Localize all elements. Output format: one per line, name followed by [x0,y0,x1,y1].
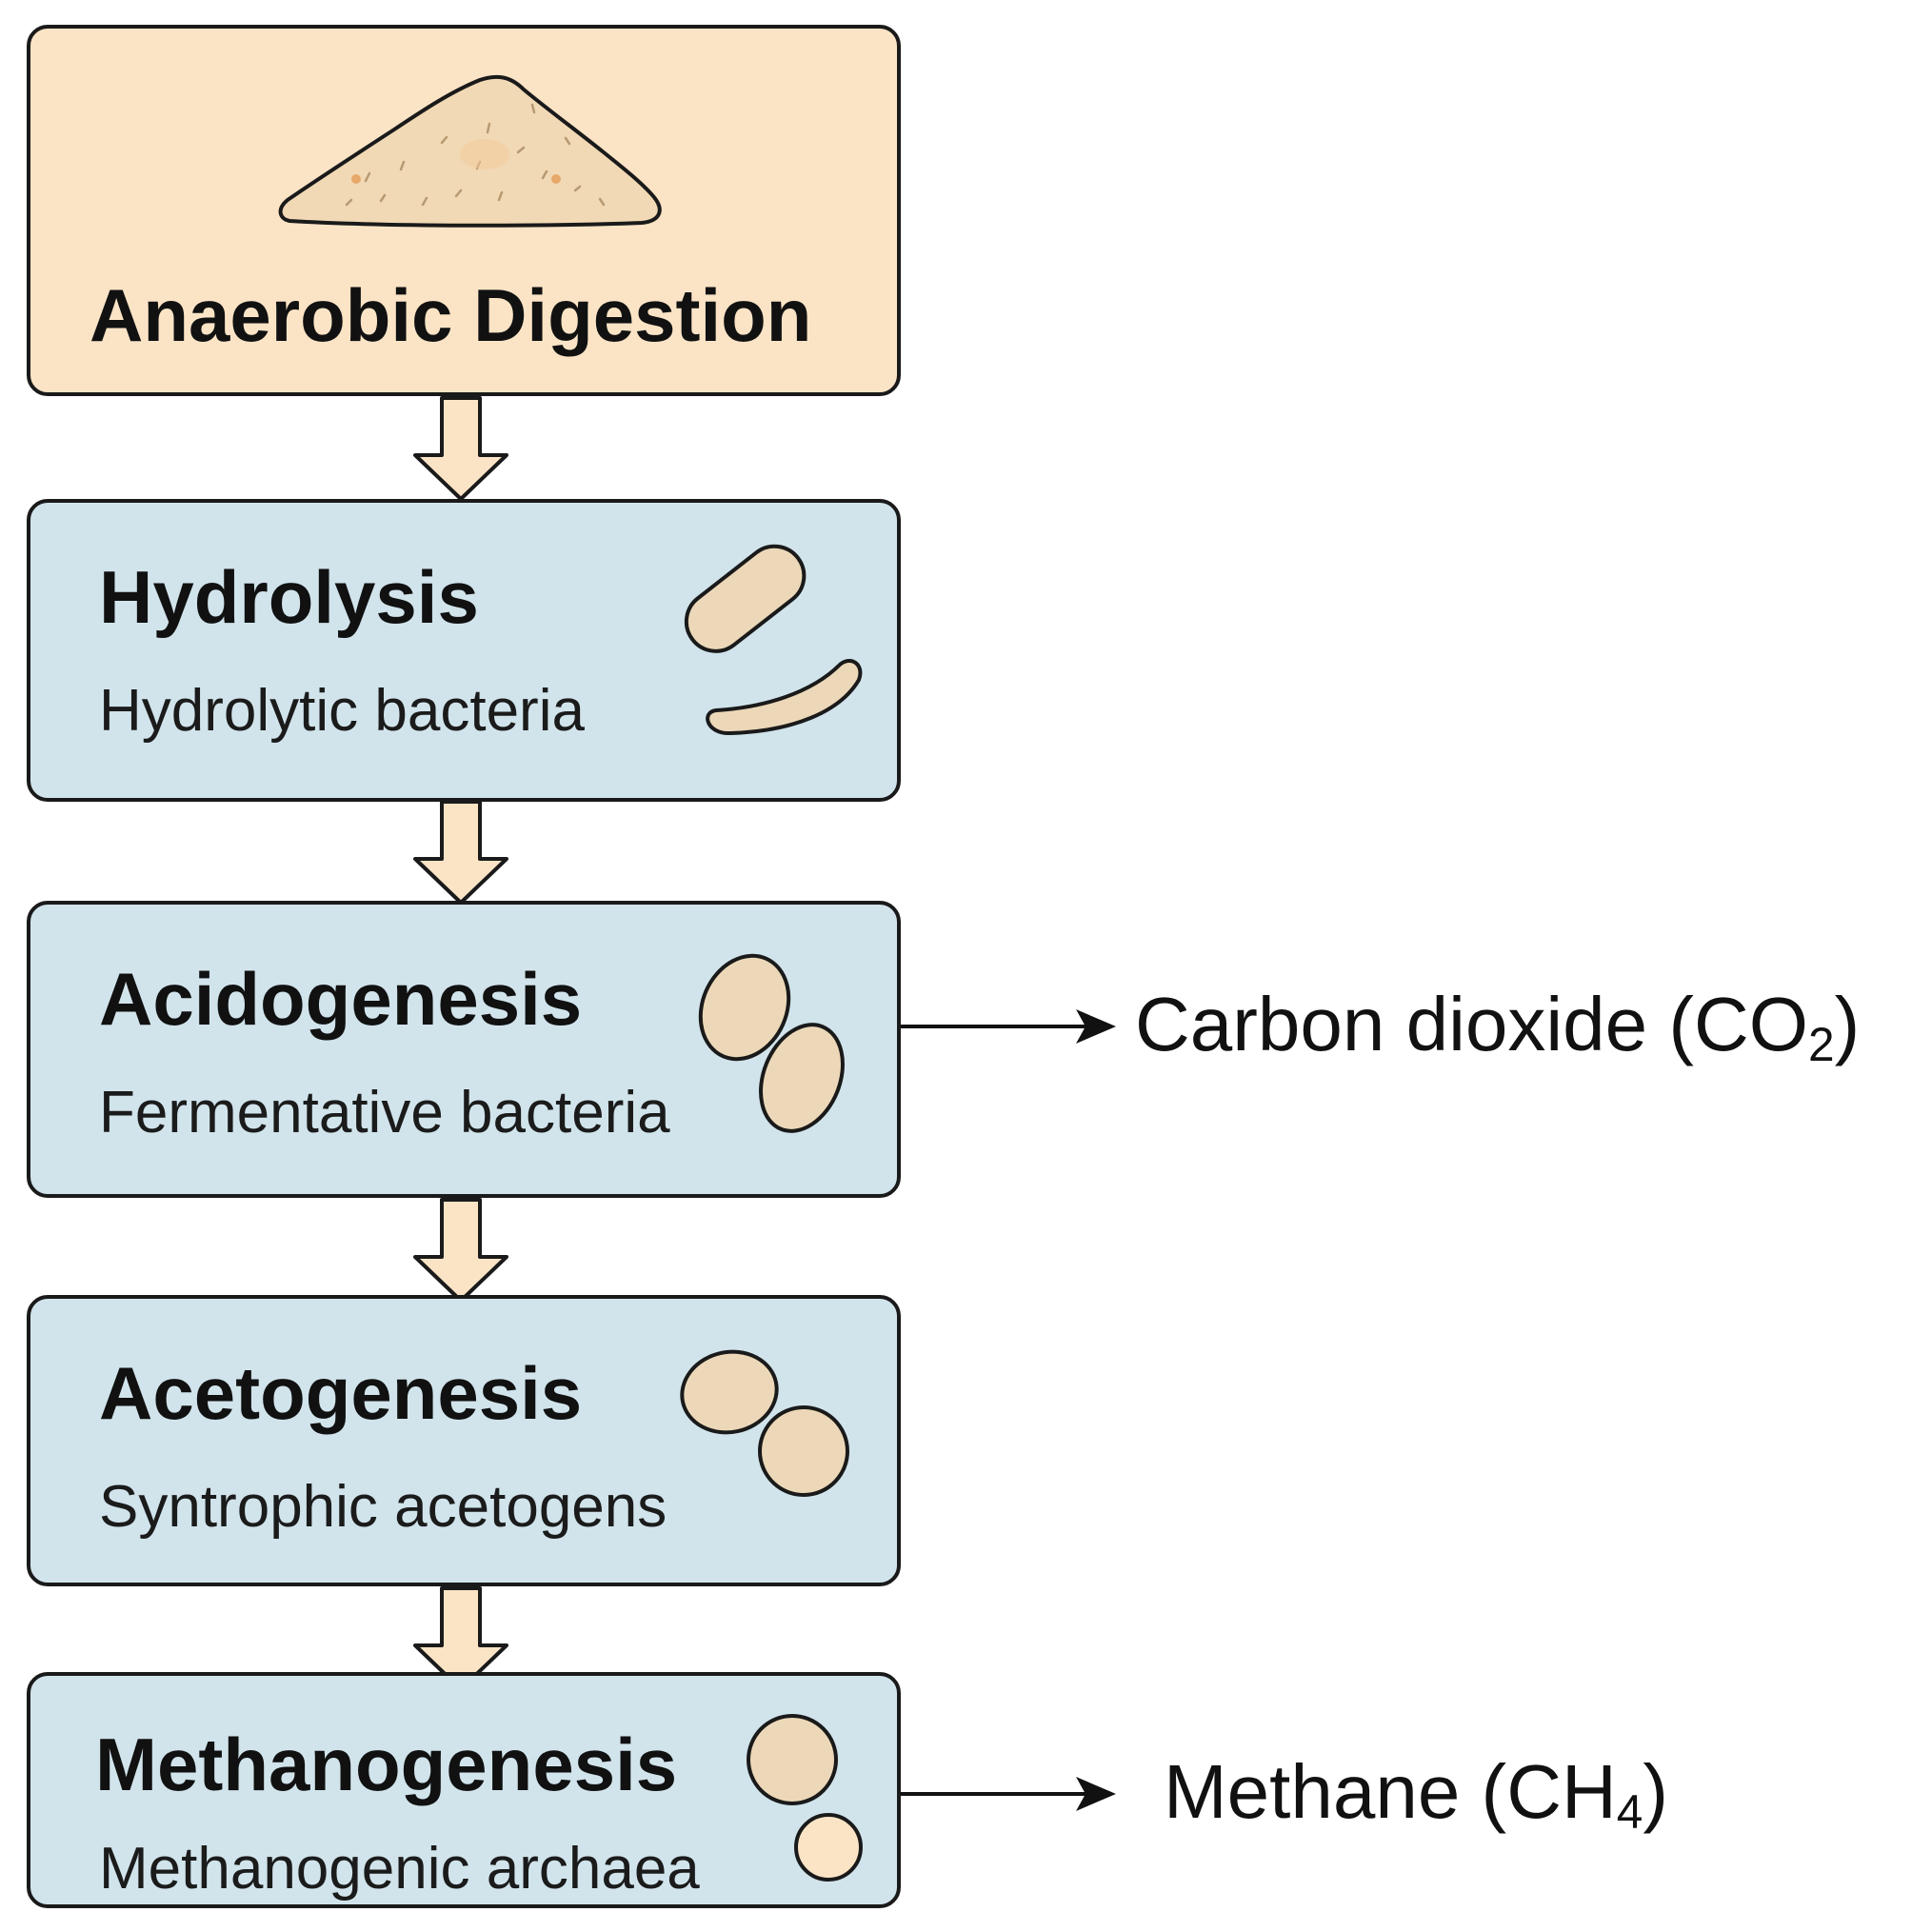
flow-arrow-4 [413,1586,508,1691]
organic-matter-pile-icon [278,74,662,228]
oval-bacteria-icon [680,1349,849,1497]
stage-acidogenesis-box: Acidogenesis Fermentative bacteria [27,901,901,1198]
ch4-label-suffix: ) [1643,1749,1668,1834]
stage-title-methanogenesis: Methanogenesis [95,1723,678,1806]
stage-hydrolysis-box: Hydrolysis Hydrolytic bacteria [27,499,901,802]
oval-bacteria-icon [698,953,845,1133]
co2-output-label: Carbon dioxide (CO2) [1135,986,1860,1069]
stage-organism-acetogenesis: Syntrophic acetogens [99,1474,667,1540]
co2-label-suffix: ) [1834,982,1861,1066]
rod-bacteria-icon [684,544,863,736]
stage-organism-acidogenesis: Fermentative bacteria [99,1080,670,1145]
stage-organism-methanogenesis: Methanogenic archaea [99,1836,700,1902]
stage-acetogenesis-box: Acetogenesis Syntrophic acetogens [27,1295,901,1586]
stage-methanogenesis-box: Methanogenesis Methanogenic archaea [27,1672,901,1908]
co2-label-text: Carbon dioxide (CO [1135,982,1808,1066]
ch4-output-label: Methane (CH4) [1164,1754,1668,1837]
stage-title-acidogenesis: Acidogenesis [99,957,583,1041]
flow-arrow-2 [413,800,508,905]
co2-subscript: 2 [1808,1017,1835,1071]
flow-arrow-3 [413,1198,508,1303]
ch4-label-text: Methane (CH [1164,1749,1617,1834]
ch4-subscript: 4 [1616,1784,1643,1839]
ch4-output-arrow [901,1777,1116,1811]
stage-title-hydrolysis: Hydrolysis [99,555,479,639]
stage-title-acetogenesis: Acetogenesis [99,1351,583,1435]
coccus-archaea-icon [747,1714,863,1882]
header-title: Anaerobic Digestion [90,273,812,357]
header-box: Anaerobic Digestion [27,25,901,396]
flow-arrow-1 [413,396,508,501]
co2-output-arrow [901,1009,1116,1044]
stage-organism-hydrolysis: Hydrolytic bacteria [99,678,585,744]
